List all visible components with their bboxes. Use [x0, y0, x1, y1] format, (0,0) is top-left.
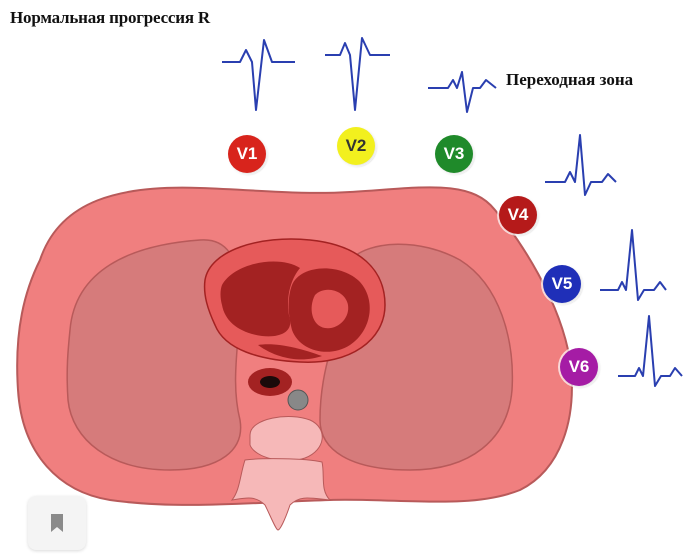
ecg-v4-trace [545, 135, 616, 195]
esophagus-lumen [260, 376, 280, 388]
lead-v5-label: V5 [552, 274, 573, 294]
lead-v4: V4 [499, 196, 537, 234]
vertebral-body [250, 416, 322, 460]
spinous-process [232, 459, 330, 530]
lead-v1: V1 [228, 135, 266, 173]
lead-v4-label: V4 [508, 205, 529, 225]
bookmark-button[interactable] [28, 496, 86, 550]
ecg-v5-trace [600, 230, 666, 300]
lead-v6: V6 [560, 348, 598, 386]
lead-v6-label: V6 [569, 357, 590, 377]
ecg-v3-trace [428, 72, 496, 112]
lead-v1-label: V1 [237, 144, 258, 164]
lead-v3-label: V3 [444, 144, 465, 164]
bookmark-icon [49, 513, 65, 533]
lead-v5: V5 [543, 265, 581, 303]
lead-v2: V2 [337, 127, 375, 165]
aorta [288, 390, 308, 410]
ecg-v2-trace [325, 38, 390, 110]
lead-v2-label: V2 [346, 136, 367, 156]
lead-v3: V3 [435, 135, 473, 173]
ecg-v1-trace [222, 40, 295, 110]
ecg-v6-trace [618, 316, 682, 386]
